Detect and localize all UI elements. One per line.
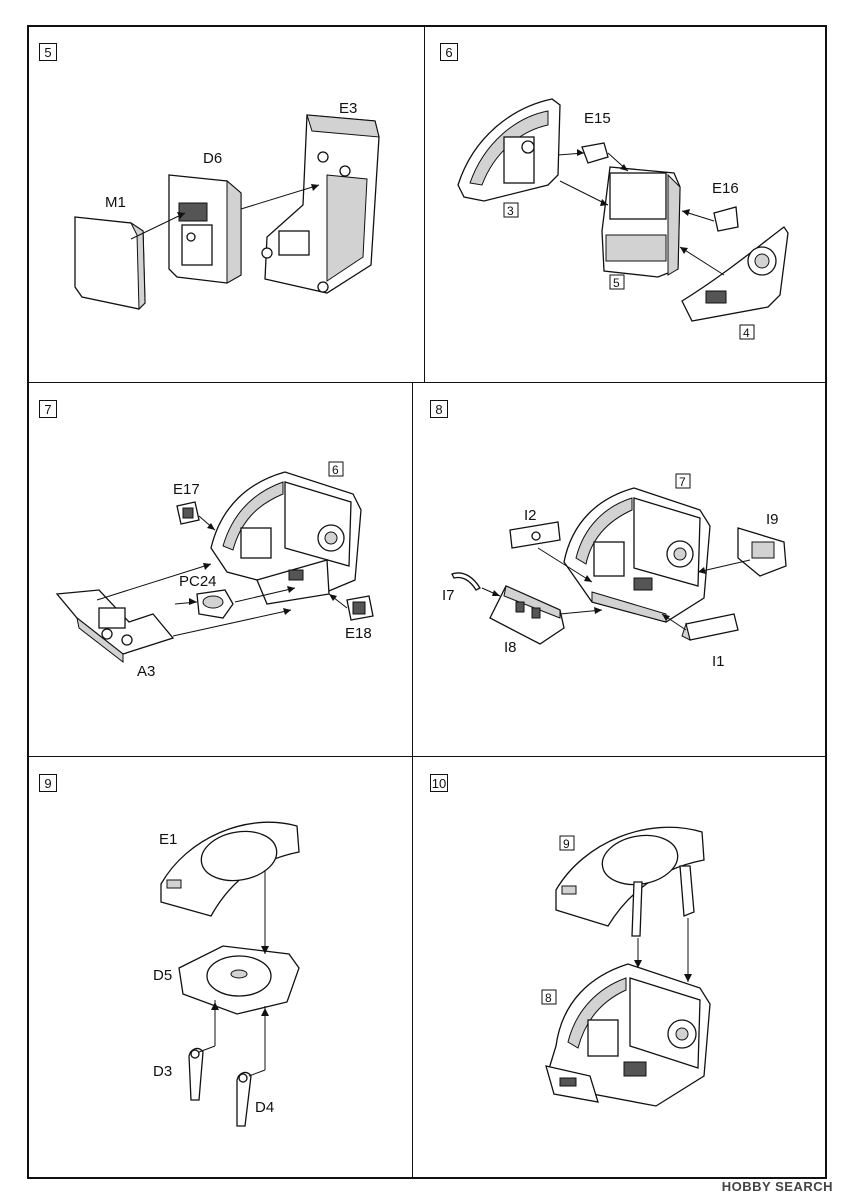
label-e1: E1	[159, 831, 177, 848]
part-d5	[178, 945, 300, 1015]
part-ref-3	[457, 98, 561, 202]
step-9-illustration: E1 D5 D3 D4	[153, 821, 300, 1127]
label-a3: A3	[137, 663, 155, 680]
label-i2: I2	[524, 507, 537, 524]
step-9: 9	[27, 756, 412, 1179]
step-number: 10	[430, 774, 448, 792]
watermark: HOBBY SEARCH	[721, 1179, 833, 1194]
part-ref-6	[210, 471, 362, 605]
part-e15	[581, 142, 609, 164]
part-ref-8	[545, 963, 711, 1107]
divider-vertical-top	[424, 25, 425, 382]
part-e17	[176, 501, 200, 525]
ref-7: 7	[679, 475, 686, 489]
step-number: 5	[39, 43, 57, 61]
step-10: 10	[412, 756, 827, 1179]
part-ref-9	[555, 826, 705, 937]
label-e16: E16	[712, 180, 739, 197]
divider-horizontal-1	[27, 382, 827, 383]
part-i2	[509, 521, 561, 549]
step-5-illustration: M1 D6 E3	[74, 100, 380, 311]
part-ref-5	[601, 166, 681, 278]
part-pc24	[196, 589, 234, 619]
divider-horizontal-2	[27, 756, 827, 757]
part-ref-7	[563, 487, 711, 623]
part-d3	[188, 1047, 204, 1101]
ref-6: 6	[332, 463, 339, 477]
step-10-illustration: 9 8	[541, 826, 711, 1107]
step-number: 7	[39, 400, 57, 418]
ref-9: 9	[563, 837, 570, 851]
label-d5: D5	[153, 967, 172, 984]
part-m1	[74, 216, 146, 311]
part-i1	[681, 613, 739, 641]
label-i1: I1	[712, 653, 725, 670]
ref-4: 4	[743, 326, 750, 340]
label-d6: D6	[203, 150, 222, 167]
label-e3: E3	[339, 100, 357, 117]
step-7-illustration: E17 PC24 E18 A3 6	[55, 461, 374, 680]
ref-8: 8	[545, 991, 552, 1005]
label-e17: E17	[173, 481, 200, 498]
label-i8: I8	[504, 639, 517, 656]
part-i8	[489, 585, 565, 645]
part-ref-4	[681, 226, 789, 322]
step-6: 6	[424, 25, 827, 382]
part-e16	[713, 206, 739, 232]
part-e1	[160, 821, 300, 917]
label-pc24: PC24	[179, 573, 217, 590]
step-number: 8	[430, 400, 448, 418]
label-i7: I7	[442, 587, 455, 604]
label-i9: I9	[766, 511, 779, 528]
part-i7	[451, 572, 481, 591]
label-m1: M1	[105, 194, 126, 211]
label-e18: E18	[345, 625, 372, 642]
part-a3	[55, 589, 175, 664]
part-i9	[737, 527, 787, 577]
step-8-illustration: I2 I9 I7 I8 I1 7	[442, 473, 787, 670]
step-number: 6	[440, 43, 458, 61]
ref-5: 5	[613, 276, 620, 290]
part-d6	[168, 174, 242, 284]
part-e18	[346, 595, 374, 621]
step-6-illustration: E15 E16 3 5 4	[457, 98, 789, 340]
step-number: 9	[39, 774, 57, 792]
label-d4: D4	[255, 1099, 274, 1116]
page-frame	[27, 25, 827, 1179]
step-5: 5	[27, 25, 424, 382]
divider-vertical-mid	[412, 382, 413, 1179]
step-8: 8	[412, 382, 827, 756]
label-d3: D3	[153, 1063, 172, 1080]
part-d4	[236, 1071, 252, 1127]
part-e3	[261, 114, 380, 294]
ref-3: 3	[507, 204, 514, 218]
label-e15: E15	[584, 110, 611, 127]
step-7: 7	[27, 382, 412, 756]
